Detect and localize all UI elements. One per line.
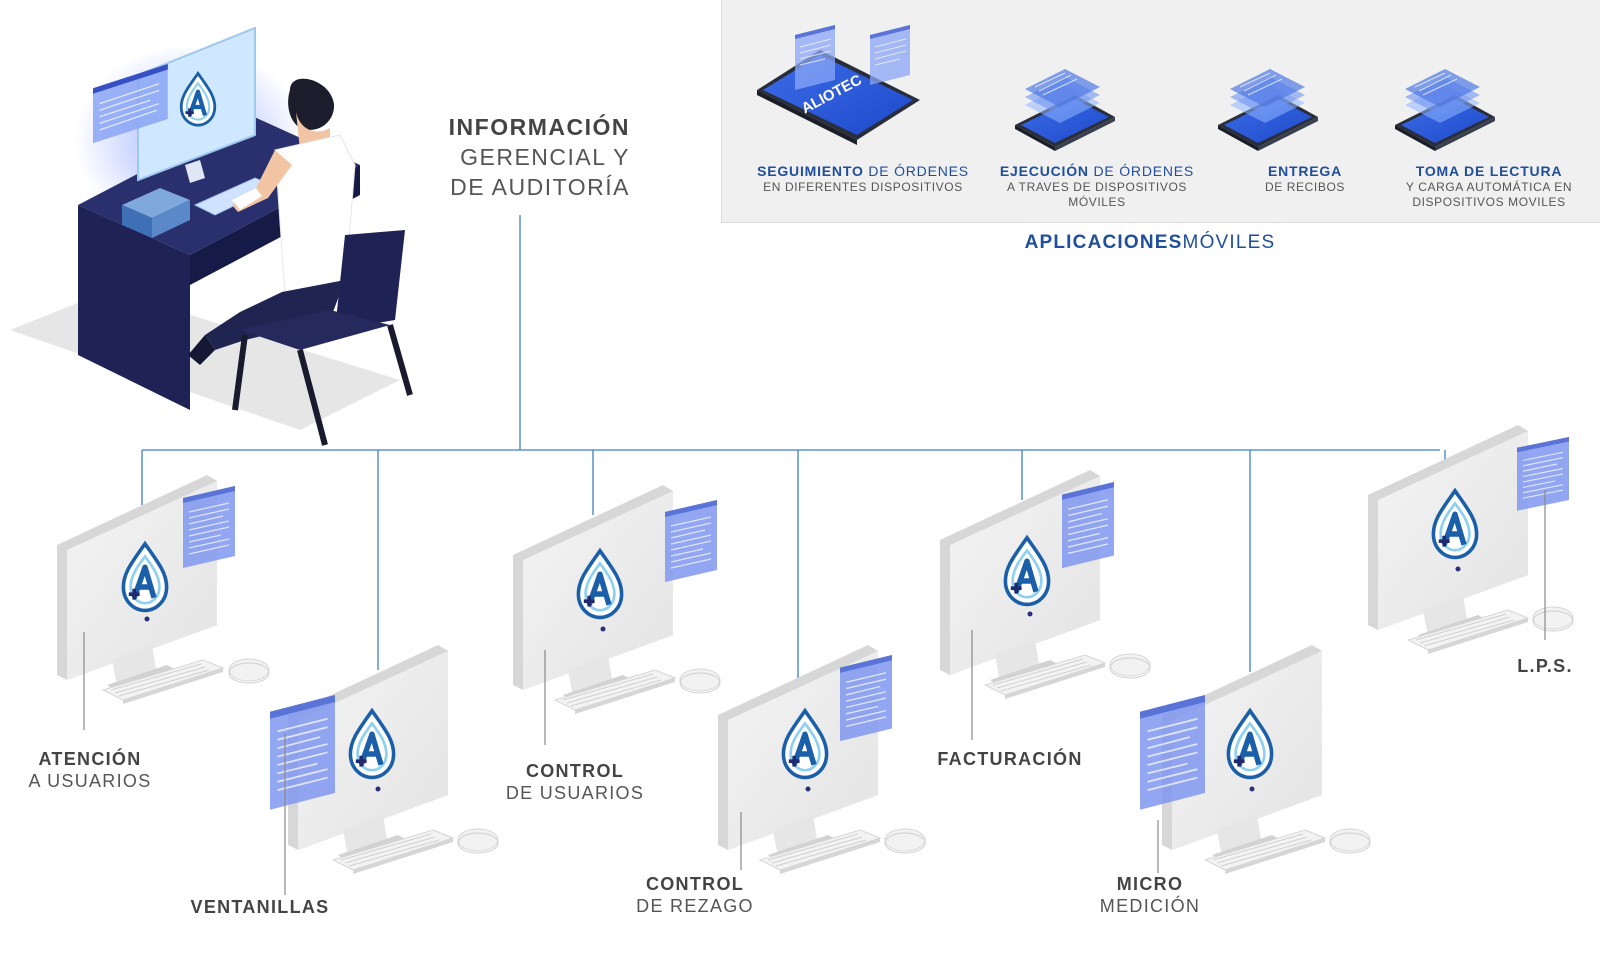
app-2-sub2: MÓVILES xyxy=(1068,195,1126,209)
hq-title-line3: DE AUDITORÍA xyxy=(450,174,630,200)
app-3-sub1: DE RECIBOS xyxy=(1264,180,1345,194)
app-2-bold: EJECUCIÓN xyxy=(999,163,1089,179)
app-caption-3: ENTREGA DE RECIBOS xyxy=(1225,164,1385,195)
tablet-device: ALIOTEC xyxy=(757,25,920,145)
station-1-bold: ATENCIÓN xyxy=(38,749,142,769)
station-label-1: ATENCIÓN A USUARIOS xyxy=(20,748,160,792)
workstation-3 xyxy=(513,485,721,745)
app-4-bold: TOMA DE LECTURA xyxy=(1415,163,1563,179)
hq-title-bold: INFORMACIÓN xyxy=(448,114,630,140)
workstation-5 xyxy=(940,470,1151,740)
app-1-regular: DE ÓRDENES xyxy=(863,163,969,179)
app-caption-4: TOMA DE LECTURA Y CARGA AUTOMÁTICA EN DI… xyxy=(1384,164,1594,210)
workstation-7 xyxy=(1368,425,1574,655)
connector-lines xyxy=(141,215,1446,690)
headquarters-title: INFORMACIÓN GERENCIAL Y DE AUDITORÍA xyxy=(380,112,630,202)
station-label-3: CONTROL DE USUARIOS xyxy=(495,760,655,804)
app-1-sub1: EN DIFERENTES DISPOSITIVOS xyxy=(763,180,963,194)
app-4-sub1: Y CARGA AUTOMÁTICA EN xyxy=(1405,180,1573,194)
station-3-regular: DE USUARIOS xyxy=(505,783,645,803)
app-caption-1: SEGUIMIENTO DE ÓRDENES EN DIFERENTES DIS… xyxy=(748,164,978,195)
station-5-bold: FACTURACIÓN xyxy=(937,749,1083,769)
headquarters-illustration xyxy=(10,26,413,446)
station-label-6: MICRO MEDICIÓN xyxy=(1080,873,1220,917)
station-3-bold: CONTROL xyxy=(525,761,625,781)
workstation-1 xyxy=(57,475,270,730)
station-7-bold: L.P.S. xyxy=(1517,656,1573,676)
station-4-regular: DE REZAGO xyxy=(636,896,754,916)
hq-title-line2: GERENCIAL Y xyxy=(460,144,630,170)
workstation-2 xyxy=(269,645,499,895)
workstation-6 xyxy=(1139,645,1371,875)
apps-title-bold: APLICACIONES xyxy=(1024,232,1183,253)
station-label-2: VENTANILLAS xyxy=(180,896,340,918)
station-1-regular: A USUARIOS xyxy=(28,771,152,791)
station-6-regular: MEDICIÓN xyxy=(1099,896,1201,916)
apps-illustrations: ALIOTEC xyxy=(757,25,1495,151)
phone-device-2 xyxy=(1015,68,1115,151)
app-4-sub2: DISPOSITIVOS MOVILES xyxy=(1412,195,1566,209)
phone-device-4 xyxy=(1395,68,1495,151)
station-4-bold: CONTROL xyxy=(645,874,745,894)
mobile-apps-title: APLICACIONESMÓVILES xyxy=(950,232,1350,254)
station-label-7: L.P.S. xyxy=(1500,655,1590,677)
app-2-sub1: A TRAVES DE DISPOSITIVOS xyxy=(1006,180,1187,194)
app-caption-2: EJECUCIÓN DE ÓRDENES A TRAVES DE DISPOSI… xyxy=(987,164,1207,210)
phone-device-3 xyxy=(1218,68,1318,151)
app-2-regular: DE ÓRDENES xyxy=(1088,163,1195,179)
station-label-5: FACTURACIÓN xyxy=(925,748,1095,770)
app-3-bold: ENTREGA xyxy=(1267,163,1343,179)
station-6-bold: MICRO xyxy=(1116,874,1184,894)
app-1-bold: SEGUIMIENTO xyxy=(757,163,864,179)
station-label-4: CONTROL DE REZAGO xyxy=(615,873,775,917)
station-2-bold: VENTANILLAS xyxy=(190,897,330,917)
workstation-4 xyxy=(718,645,926,875)
apps-title-regular: MÓVILES xyxy=(1182,232,1276,253)
